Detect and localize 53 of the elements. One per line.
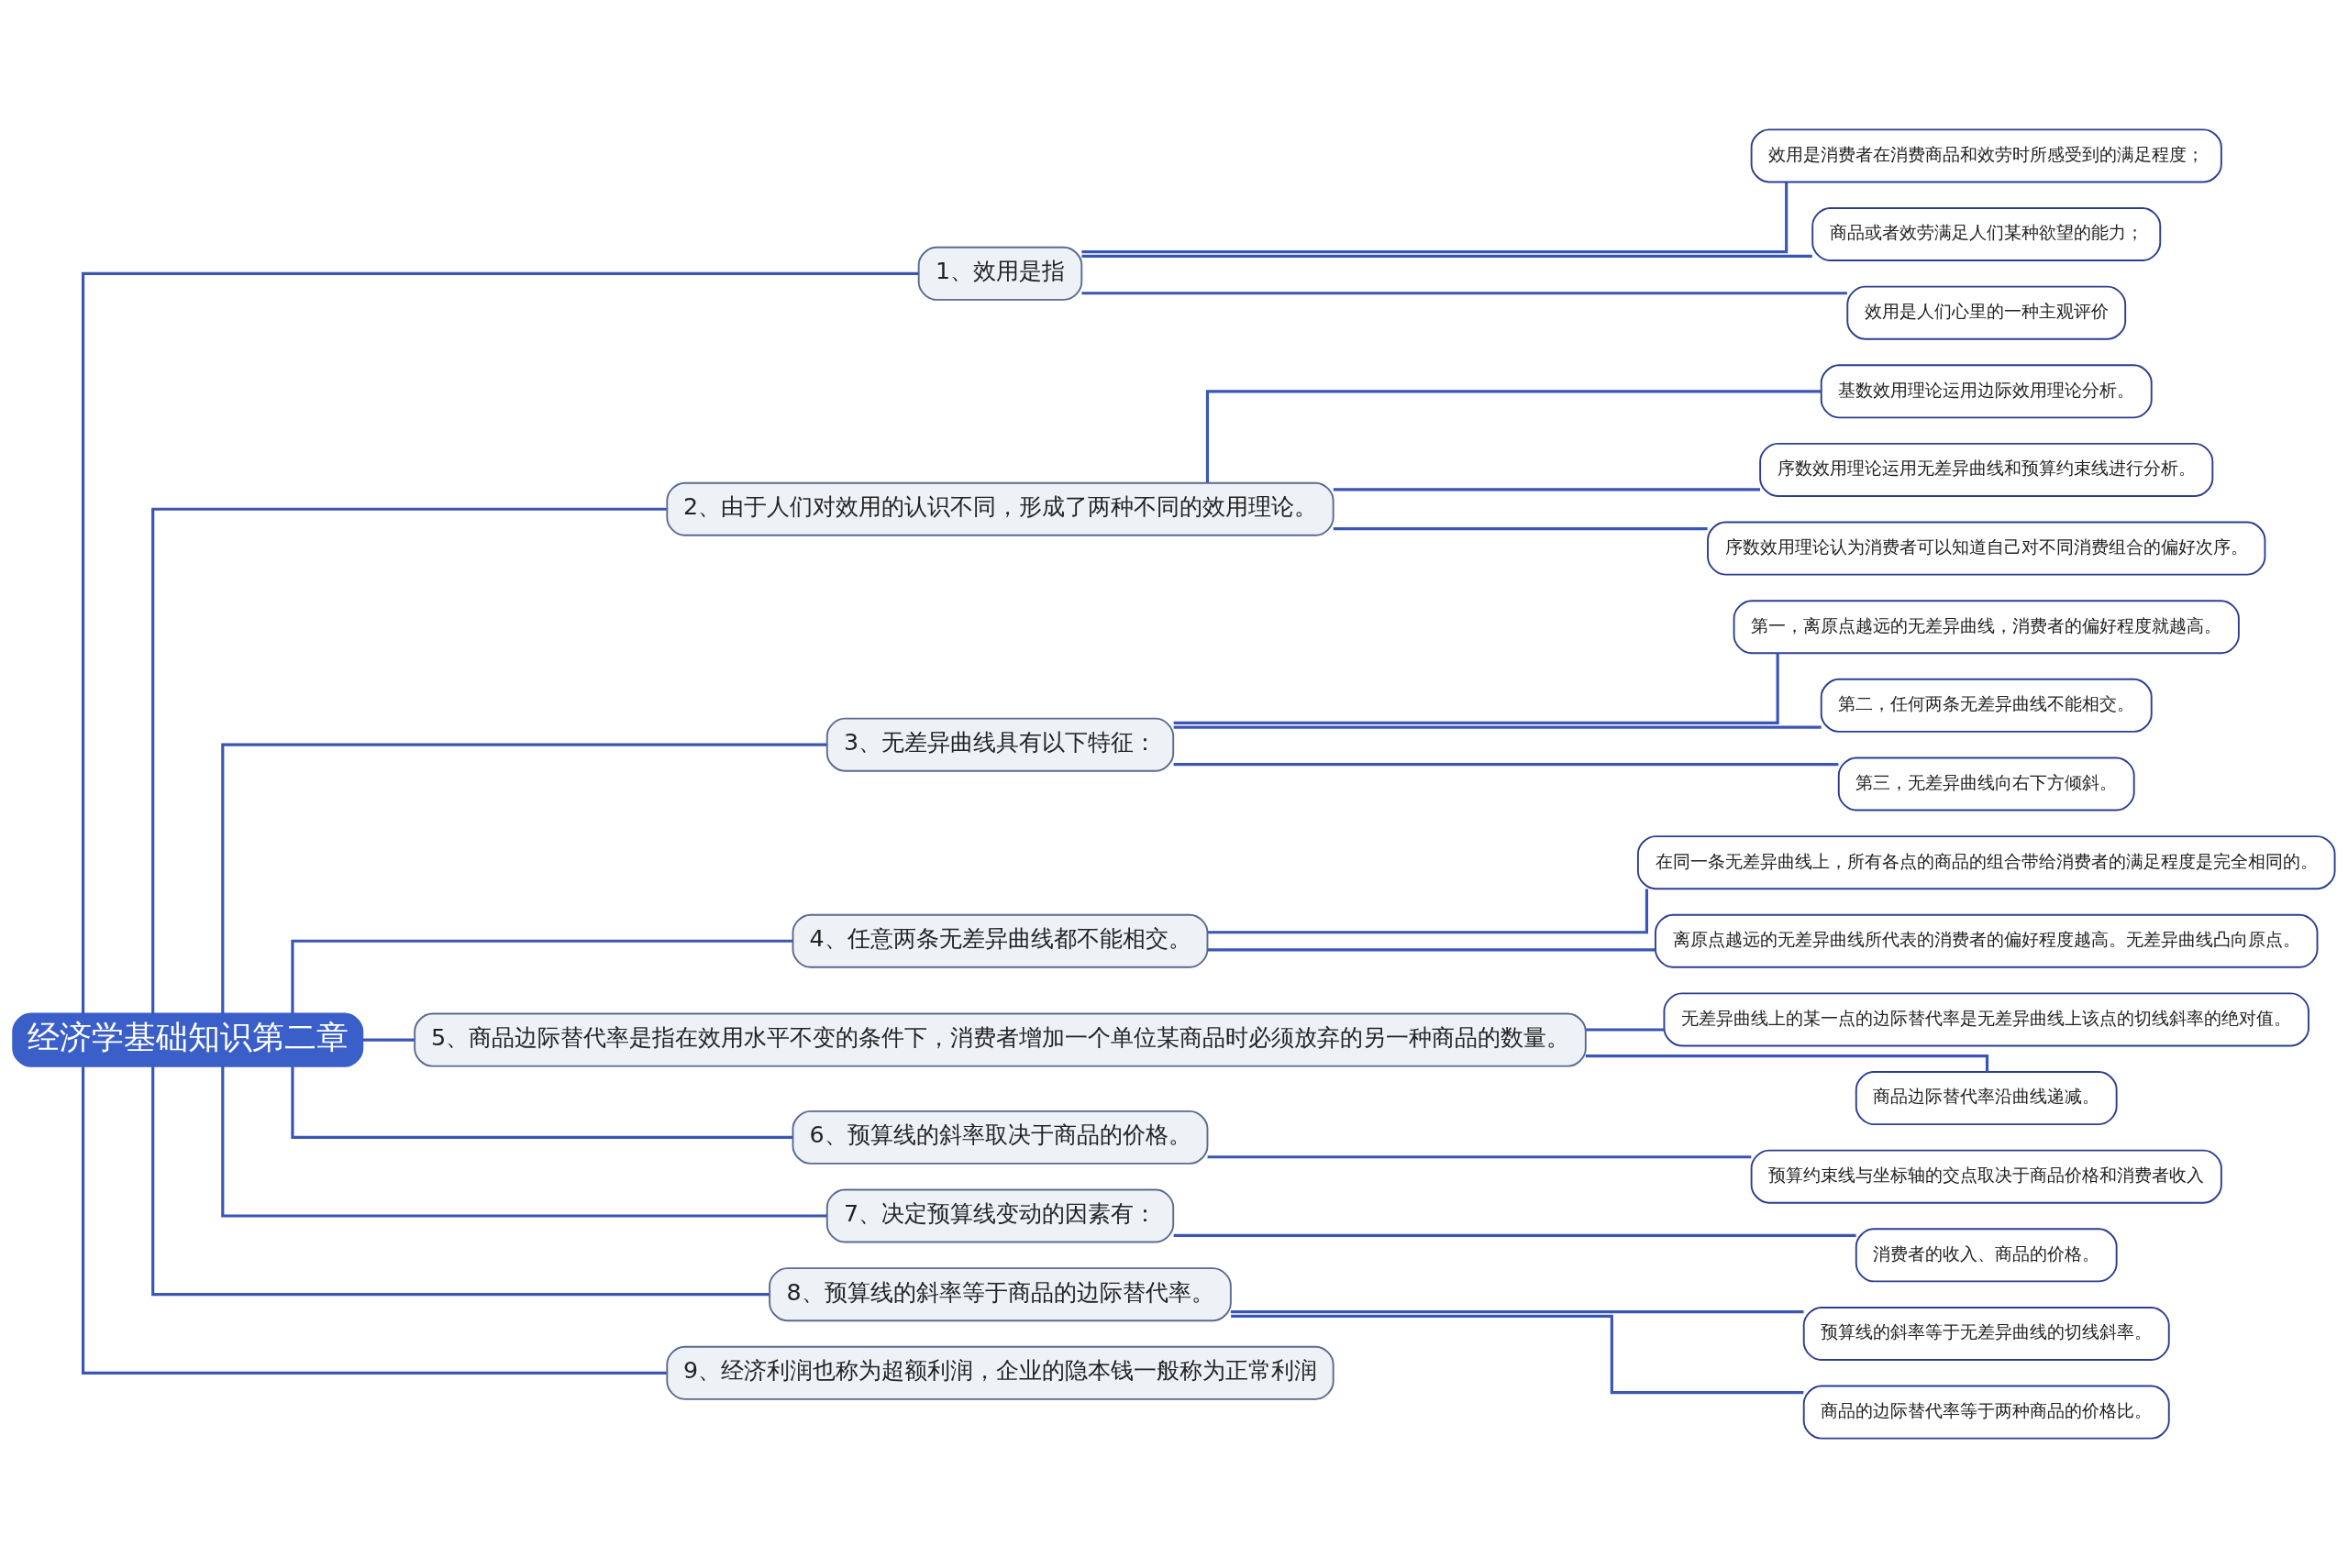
node-box: 消费者的收入、商品的价格。 xyxy=(1855,1228,2118,1283)
node-box: 离原点越远的无差异曲线所代表的消费者的偏好程度越高。无差异曲线凸向原点。 xyxy=(1655,913,2319,968)
connector xyxy=(1207,1155,1752,1159)
node-box: 9、经济利润也称为超额利润，企业的隐本钱一般称为正常利润 xyxy=(666,1345,1335,1400)
node-box: 基数效用理论运用边际效用理论分析。 xyxy=(1820,364,2153,419)
node-box: 第二，任何两条无差异曲线不能相交。 xyxy=(1820,678,2153,733)
node-box: 第一，离原点越远的无差异曲线，消费者的偏好程度就越高。 xyxy=(1733,600,2240,655)
connector xyxy=(82,1066,667,1375)
connector xyxy=(1205,390,1822,483)
connector xyxy=(1173,1233,1856,1237)
connector xyxy=(221,743,827,1014)
node-box: 1、效用是指 xyxy=(917,246,1083,301)
connector xyxy=(151,507,667,1014)
connector xyxy=(1231,1314,1804,1395)
node-box: 5、商品边际替代率是指在效用水平不变的条件下，消费者增加一个单位某商品时必须放弃的另一种商品的数量。 xyxy=(414,1012,1587,1067)
connector xyxy=(1586,1028,1665,1032)
connector xyxy=(1333,488,1760,491)
node-box: 经济学基础知识第二章 xyxy=(12,1012,364,1067)
connector xyxy=(291,1066,793,1139)
connector xyxy=(1081,292,1847,295)
node-box: 预算线的斜率等于无差异曲线的切线斜率。 xyxy=(1802,1307,2170,1361)
connector xyxy=(1230,1310,1804,1314)
node-box: 4、任意两条无差异曲线都不能相交。 xyxy=(792,913,1209,968)
node-box: 预算约束线与坐标轴的交点取决于商品价格和消费者收入 xyxy=(1750,1149,2222,1204)
node-box: 序数效用理论认为消费者可以知道自己对不同消费组合的偏好次序。 xyxy=(1707,521,2266,576)
node-box: 效用是消费者在消费商品和效劳时所感受到的满足程度； xyxy=(1750,128,2222,183)
node-box: 商品的边际替代率等于两种商品的价格比。 xyxy=(1802,1385,2170,1440)
connector xyxy=(221,1066,827,1218)
connector xyxy=(1081,182,1789,254)
node-box: 8、预算线的斜率等于商品的边际替代率。 xyxy=(769,1267,1232,1322)
node-box: 商品边际替代率沿曲线递减。 xyxy=(1855,1071,2118,1126)
node-box: 序数效用理论运用无差异曲线和预算约束线进行分析。 xyxy=(1759,442,2214,497)
node-box: 在同一条无差异曲线上，所有各点的商品的组合带给消费者的满足程度是完全相同的。 xyxy=(1636,835,2336,890)
node-box: 无差异曲线上的某一点的边际替代率是无差异曲线上该点的切线斜率的绝对值。 xyxy=(1663,992,2309,1047)
connector xyxy=(151,1066,770,1297)
connector xyxy=(1173,725,1822,729)
node-box: 2、由于人们对效用的认识不同，形成了两种不同的效用理论。 xyxy=(666,481,1335,536)
connector xyxy=(362,1038,415,1042)
connector xyxy=(1173,653,1779,724)
connector xyxy=(82,271,919,1014)
connector xyxy=(291,939,793,1014)
node-box: 7、决定预算线变动的因素有： xyxy=(825,1188,1175,1243)
connector xyxy=(1333,527,1708,531)
connector xyxy=(1585,1054,1989,1072)
node-box: 3、无差异曲线具有以下特征： xyxy=(825,717,1175,772)
connector xyxy=(1207,889,1648,934)
connector xyxy=(1081,254,1812,258)
node-box: 第三，无差异曲线向右下方倾斜。 xyxy=(1837,756,2135,812)
connector xyxy=(1173,763,1839,767)
node-box: 商品或者效劳满足人们某种欲望的能力； xyxy=(1811,207,2162,261)
node-box: 6、预算线的斜率取决于商品的价格。 xyxy=(792,1110,1209,1165)
connector xyxy=(1207,948,1656,952)
node-box: 效用是人们心里的一种主观评价 xyxy=(1846,285,2127,340)
